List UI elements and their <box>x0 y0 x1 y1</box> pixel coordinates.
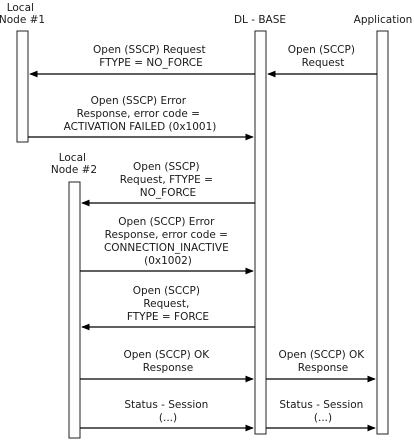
dl-base-lifeline <box>254 30 267 435</box>
local-node-2-lifeline <box>68 181 81 439</box>
message-m4-label: Open (SSCP) Request, FTYPE = NO_FORCE <box>120 161 216 199</box>
message-m7-label: Open (SCCP) OK Response <box>123 349 212 374</box>
dl-base-label: DL - BASE <box>234 14 286 26</box>
message-m10-label: Status - Session (...) <box>279 399 366 424</box>
message-m6-label: Open (SCCP) Request, FTYPE = FORCE <box>127 285 209 323</box>
message-m3-label: Open (SSCP) Error Response, error code =… <box>64 95 217 133</box>
local-node-1-lifeline <box>16 30 29 143</box>
message-m5-label: Open (SCCP) Error Response, error code =… <box>104 216 232 267</box>
message-m9-label: Status - Session (...) <box>124 399 211 424</box>
local-node-2-label: Local Node #2 <box>51 152 97 176</box>
local-node-1-label: Local Node #1 <box>0 2 45 26</box>
application-label: Application <box>354 14 413 26</box>
application-lifeline <box>376 30 389 435</box>
message-m8-label: Open (SCCP) OK Response <box>278 349 367 374</box>
message-m2-label: Open (SCCP) Request <box>288 44 359 69</box>
message-m1-label: Open (SSCP) Request FTYPE = NO_FORCE <box>93 44 209 69</box>
